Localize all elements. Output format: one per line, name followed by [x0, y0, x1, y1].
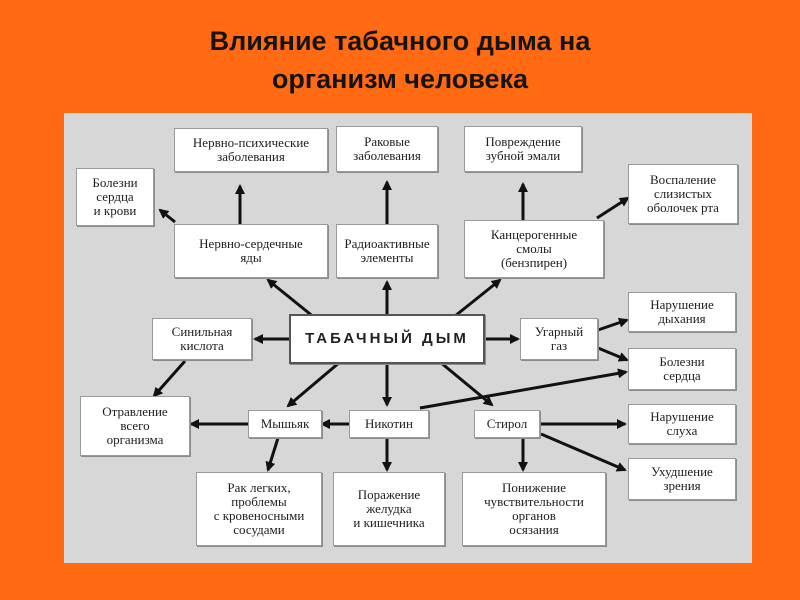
node-narushenie-dyhaniya: Нарушение дыхания	[628, 292, 736, 332]
node-stirol: Стирол	[474, 410, 540, 438]
arrow-stirol-to-uhudshenie-zreniya	[540, 432, 627, 472]
node-kancerogennye: Канцерогенные смолы (бензпирен)	[464, 220, 604, 278]
arrow-nervno-serdechnye-to-bolezni-serdca-krovi	[158, 208, 176, 224]
node-rak-legkih: Рак легких, проблемы с кровеносными сосу…	[196, 472, 322, 546]
arrow-ugarny-gaz-to-narushenie-dyhaniya	[597, 317, 629, 332]
node-povrezhdenie-emali: Повреждение зубной эмали	[464, 126, 582, 172]
arrow-center-to-myshyak	[286, 360, 341, 408]
node-bolezni-serdca: Болезни сердца	[628, 348, 736, 390]
node-bolezni-serdca-krovi: Болезни сердца и крови	[76, 168, 154, 226]
arrow-kancerogennye-to-vospalenie	[596, 196, 630, 220]
arrow-nikotin-to-bolezni-serdca	[419, 368, 628, 410]
page-title: Влияние табачного дыма на организм челов…	[209, 26, 591, 94]
node-nervno-psihicheskie: Нервно-психические заболевания	[174, 128, 328, 172]
node-tabachny-dym: ТАБАЧНЫЙ ДЫМ	[289, 314, 485, 364]
node-nervno-serdechnye: Нервно-сердечные яды	[174, 224, 328, 278]
arrow-center-to-nervno-serdechnye	[266, 278, 316, 320]
arrow-sinilnaya-to-otravlenie	[152, 360, 187, 398]
arrow-myshyak-to-rak-legkih	[265, 437, 280, 472]
node-rakovye: Раковые заболевания	[336, 126, 438, 172]
node-ponizhenie-chuvstv: Понижение чувствительности органов осяза…	[462, 472, 606, 546]
node-sinilnaya: Синильная кислота	[152, 318, 252, 360]
node-porazhenie-zheludka: Поражение желудка и кишечника	[333, 472, 445, 546]
node-vospalenie-slizistyh: Воспаление слизистых оболочек рта	[628, 164, 738, 224]
node-nikotin: Никотин	[349, 410, 429, 438]
node-uhudshenie-zreniya: Ухудшение зрения	[628, 458, 736, 500]
arrow-ugarny-gaz-to-bolezni-serdca	[597, 346, 629, 362]
arrow-center-to-kancerogennye	[454, 278, 502, 318]
node-otravlenie: Отравление всего организма	[80, 396, 190, 456]
node-narushenie-sluha: Нарушение слуха	[628, 404, 736, 444]
node-myshyak: Мышьяк	[248, 410, 322, 438]
node-radioaktivnye: Радиоактивные элементы	[336, 224, 438, 278]
node-ugarny-gaz: Угарный газ	[520, 318, 598, 360]
